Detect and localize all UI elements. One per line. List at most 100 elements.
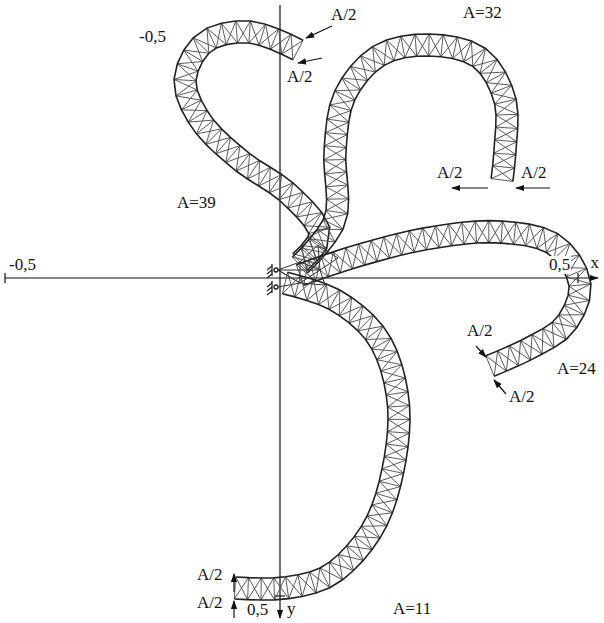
truss-member <box>564 301 589 306</box>
truss-member <box>177 64 198 71</box>
truss-member <box>415 34 429 56</box>
truss-member <box>501 221 503 243</box>
truss-member <box>382 469 404 474</box>
truss-member <box>388 392 408 407</box>
truss-member <box>489 221 503 242</box>
truss-member <box>266 24 271 49</box>
truss-member <box>354 536 380 538</box>
truss-member <box>495 85 512 104</box>
truss-member <box>176 96 201 100</box>
truss-member <box>324 148 347 160</box>
truss-member <box>388 406 410 408</box>
truss-member <box>221 23 237 43</box>
truss-member <box>317 229 335 242</box>
truss-member <box>361 525 387 527</box>
truss-member <box>326 199 349 211</box>
truss-member <box>496 127 518 128</box>
truss-member <box>329 562 330 588</box>
truss-member <box>493 155 516 166</box>
axis-name: y <box>286 600 297 618</box>
axis-tick-label: -0,5 <box>138 28 167 46</box>
truss-member <box>495 140 516 155</box>
truss-member <box>480 60 497 74</box>
truss-member <box>372 349 397 351</box>
truss-member <box>216 23 221 48</box>
truss-member <box>176 90 197 96</box>
truss-member <box>384 383 408 392</box>
truss-chord <box>196 43 330 270</box>
central-mesh <box>278 245 338 287</box>
truss-member <box>184 50 209 53</box>
truss-member <box>335 91 351 111</box>
axes <box>5 5 598 618</box>
truss-member <box>386 395 409 405</box>
truss-member <box>181 90 197 110</box>
truss-member <box>559 314 584 315</box>
truss-member <box>384 40 386 65</box>
truss-member <box>326 172 347 187</box>
truss-member <box>396 234 414 253</box>
truss-member <box>552 322 566 339</box>
truss-member <box>216 129 222 154</box>
truss-member <box>543 227 546 252</box>
truss-member <box>273 578 275 600</box>
truss-member <box>491 179 513 182</box>
truss-member <box>367 513 392 516</box>
truss-member <box>342 78 355 100</box>
truss-member <box>304 226 330 227</box>
truss-member <box>247 578 249 600</box>
truss-member <box>327 111 351 119</box>
truss-member <box>327 199 348 214</box>
truss-member <box>327 185 348 199</box>
truss-member <box>326 210 348 213</box>
truss-member <box>326 284 329 309</box>
truss-member <box>568 284 591 295</box>
truss-member <box>381 371 406 378</box>
truss-member <box>302 572 309 596</box>
truss-member <box>494 142 517 153</box>
truss-member <box>496 99 516 115</box>
truss-member <box>196 120 213 134</box>
truss-member <box>564 305 576 327</box>
truss-member <box>181 100 201 110</box>
truss-member <box>361 56 385 65</box>
truss-member <box>475 221 489 243</box>
truss-member <box>486 83 511 86</box>
truss-member <box>313 280 318 305</box>
truss-member <box>193 38 216 48</box>
truss-member <box>323 220 343 230</box>
truss-member <box>293 40 303 60</box>
truss-member <box>566 277 590 284</box>
truss-member <box>342 78 367 80</box>
truss-member <box>248 578 261 600</box>
truss-member <box>324 135 347 146</box>
truss-member <box>491 168 514 178</box>
load-label: A/2 <box>466 322 494 340</box>
truss-member <box>236 21 238 43</box>
truss-member <box>386 433 409 444</box>
truss-member <box>207 28 216 48</box>
truss-member <box>366 315 374 339</box>
truss-chord <box>304 243 569 356</box>
truss-member <box>361 56 376 72</box>
truss-member <box>248 578 262 600</box>
truss-chord <box>292 34 518 257</box>
truss-member <box>366 338 391 339</box>
truss-member <box>384 365 402 383</box>
truss-member <box>325 160 346 174</box>
load-arrows <box>234 26 550 618</box>
truss-member <box>282 272 287 293</box>
truss-member <box>335 89 361 91</box>
area-label: A=24 <box>556 360 597 378</box>
truss-member <box>464 48 486 61</box>
truss-member <box>338 555 363 561</box>
truss-member <box>415 34 417 56</box>
truss-member <box>316 568 320 593</box>
truss-member <box>373 47 385 66</box>
truss-member <box>486 356 494 376</box>
truss-member <box>258 161 260 186</box>
load-label: A/2 <box>286 68 314 86</box>
truss-member <box>329 297 352 309</box>
load-label: A/2 <box>520 164 548 182</box>
truss-chord <box>296 221 591 377</box>
